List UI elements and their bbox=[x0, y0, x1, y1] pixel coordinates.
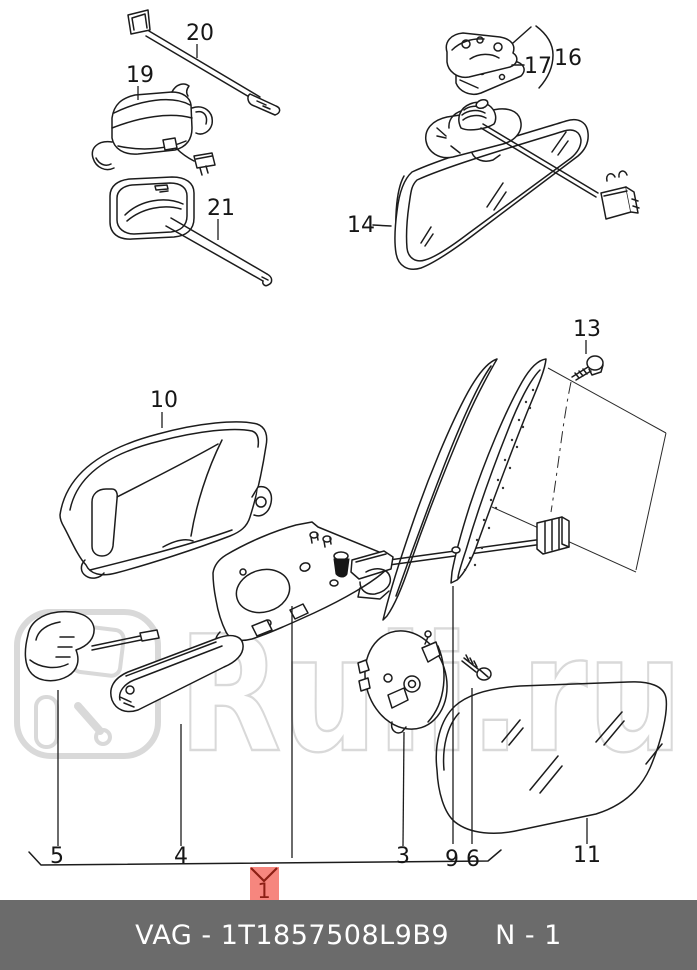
callout-9: 9 bbox=[445, 847, 459, 872]
part-21-drawing bbox=[109, 176, 273, 287]
callout-13: 13 bbox=[573, 317, 601, 342]
window-panel-drawing bbox=[382, 358, 667, 621]
part-4-drawing bbox=[110, 634, 244, 713]
part-10-drawing bbox=[59, 421, 273, 579]
assembly-bracket-line bbox=[28, 849, 502, 866]
mirror-base-bracket-drawing bbox=[212, 521, 394, 653]
callout-14: 14 bbox=[347, 213, 375, 238]
footer-bar: VAG - 1T1857508L9B9 N - 1 bbox=[0, 900, 697, 970]
part-13-drawing bbox=[550, 355, 604, 513]
callout-5: 5 bbox=[50, 844, 64, 869]
part-6-drawing bbox=[461, 654, 492, 681]
highlight-marker: 1 bbox=[250, 867, 279, 903]
part-14-drawing bbox=[372, 98, 640, 270]
panel-perforation-dots bbox=[463, 388, 535, 572]
callout-20: 20 bbox=[186, 21, 214, 46]
callout-6: 6 bbox=[466, 847, 480, 872]
part-20-drawing bbox=[127, 9, 281, 116]
part-19-drawing bbox=[91, 83, 216, 176]
part-16-17-drawing bbox=[445, 25, 554, 95]
callout-10: 10 bbox=[150, 388, 178, 413]
callout-labels: 20 19 21 16 17 14 13 10 5 4 3 9 6 11 bbox=[50, 21, 601, 872]
callout-16: 16 bbox=[554, 46, 582, 71]
footer-catalog-code: VAG - 1T1857508L9B9 bbox=[135, 919, 450, 951]
part-5-drawing bbox=[24, 610, 160, 682]
highlight-number: 1 bbox=[257, 879, 270, 903]
callout-19: 19 bbox=[126, 63, 154, 88]
callout-21: 21 bbox=[207, 196, 235, 221]
part-11-drawing bbox=[435, 681, 668, 835]
callout-3: 3 bbox=[396, 844, 410, 869]
callout-4: 4 bbox=[174, 844, 188, 869]
footer-page-number: N - 1 bbox=[495, 919, 562, 951]
part-3-drawing bbox=[357, 630, 448, 734]
leader-lines bbox=[57, 44, 588, 858]
callout-11: 11 bbox=[573, 843, 601, 868]
callout-17: 17 bbox=[524, 54, 552, 79]
